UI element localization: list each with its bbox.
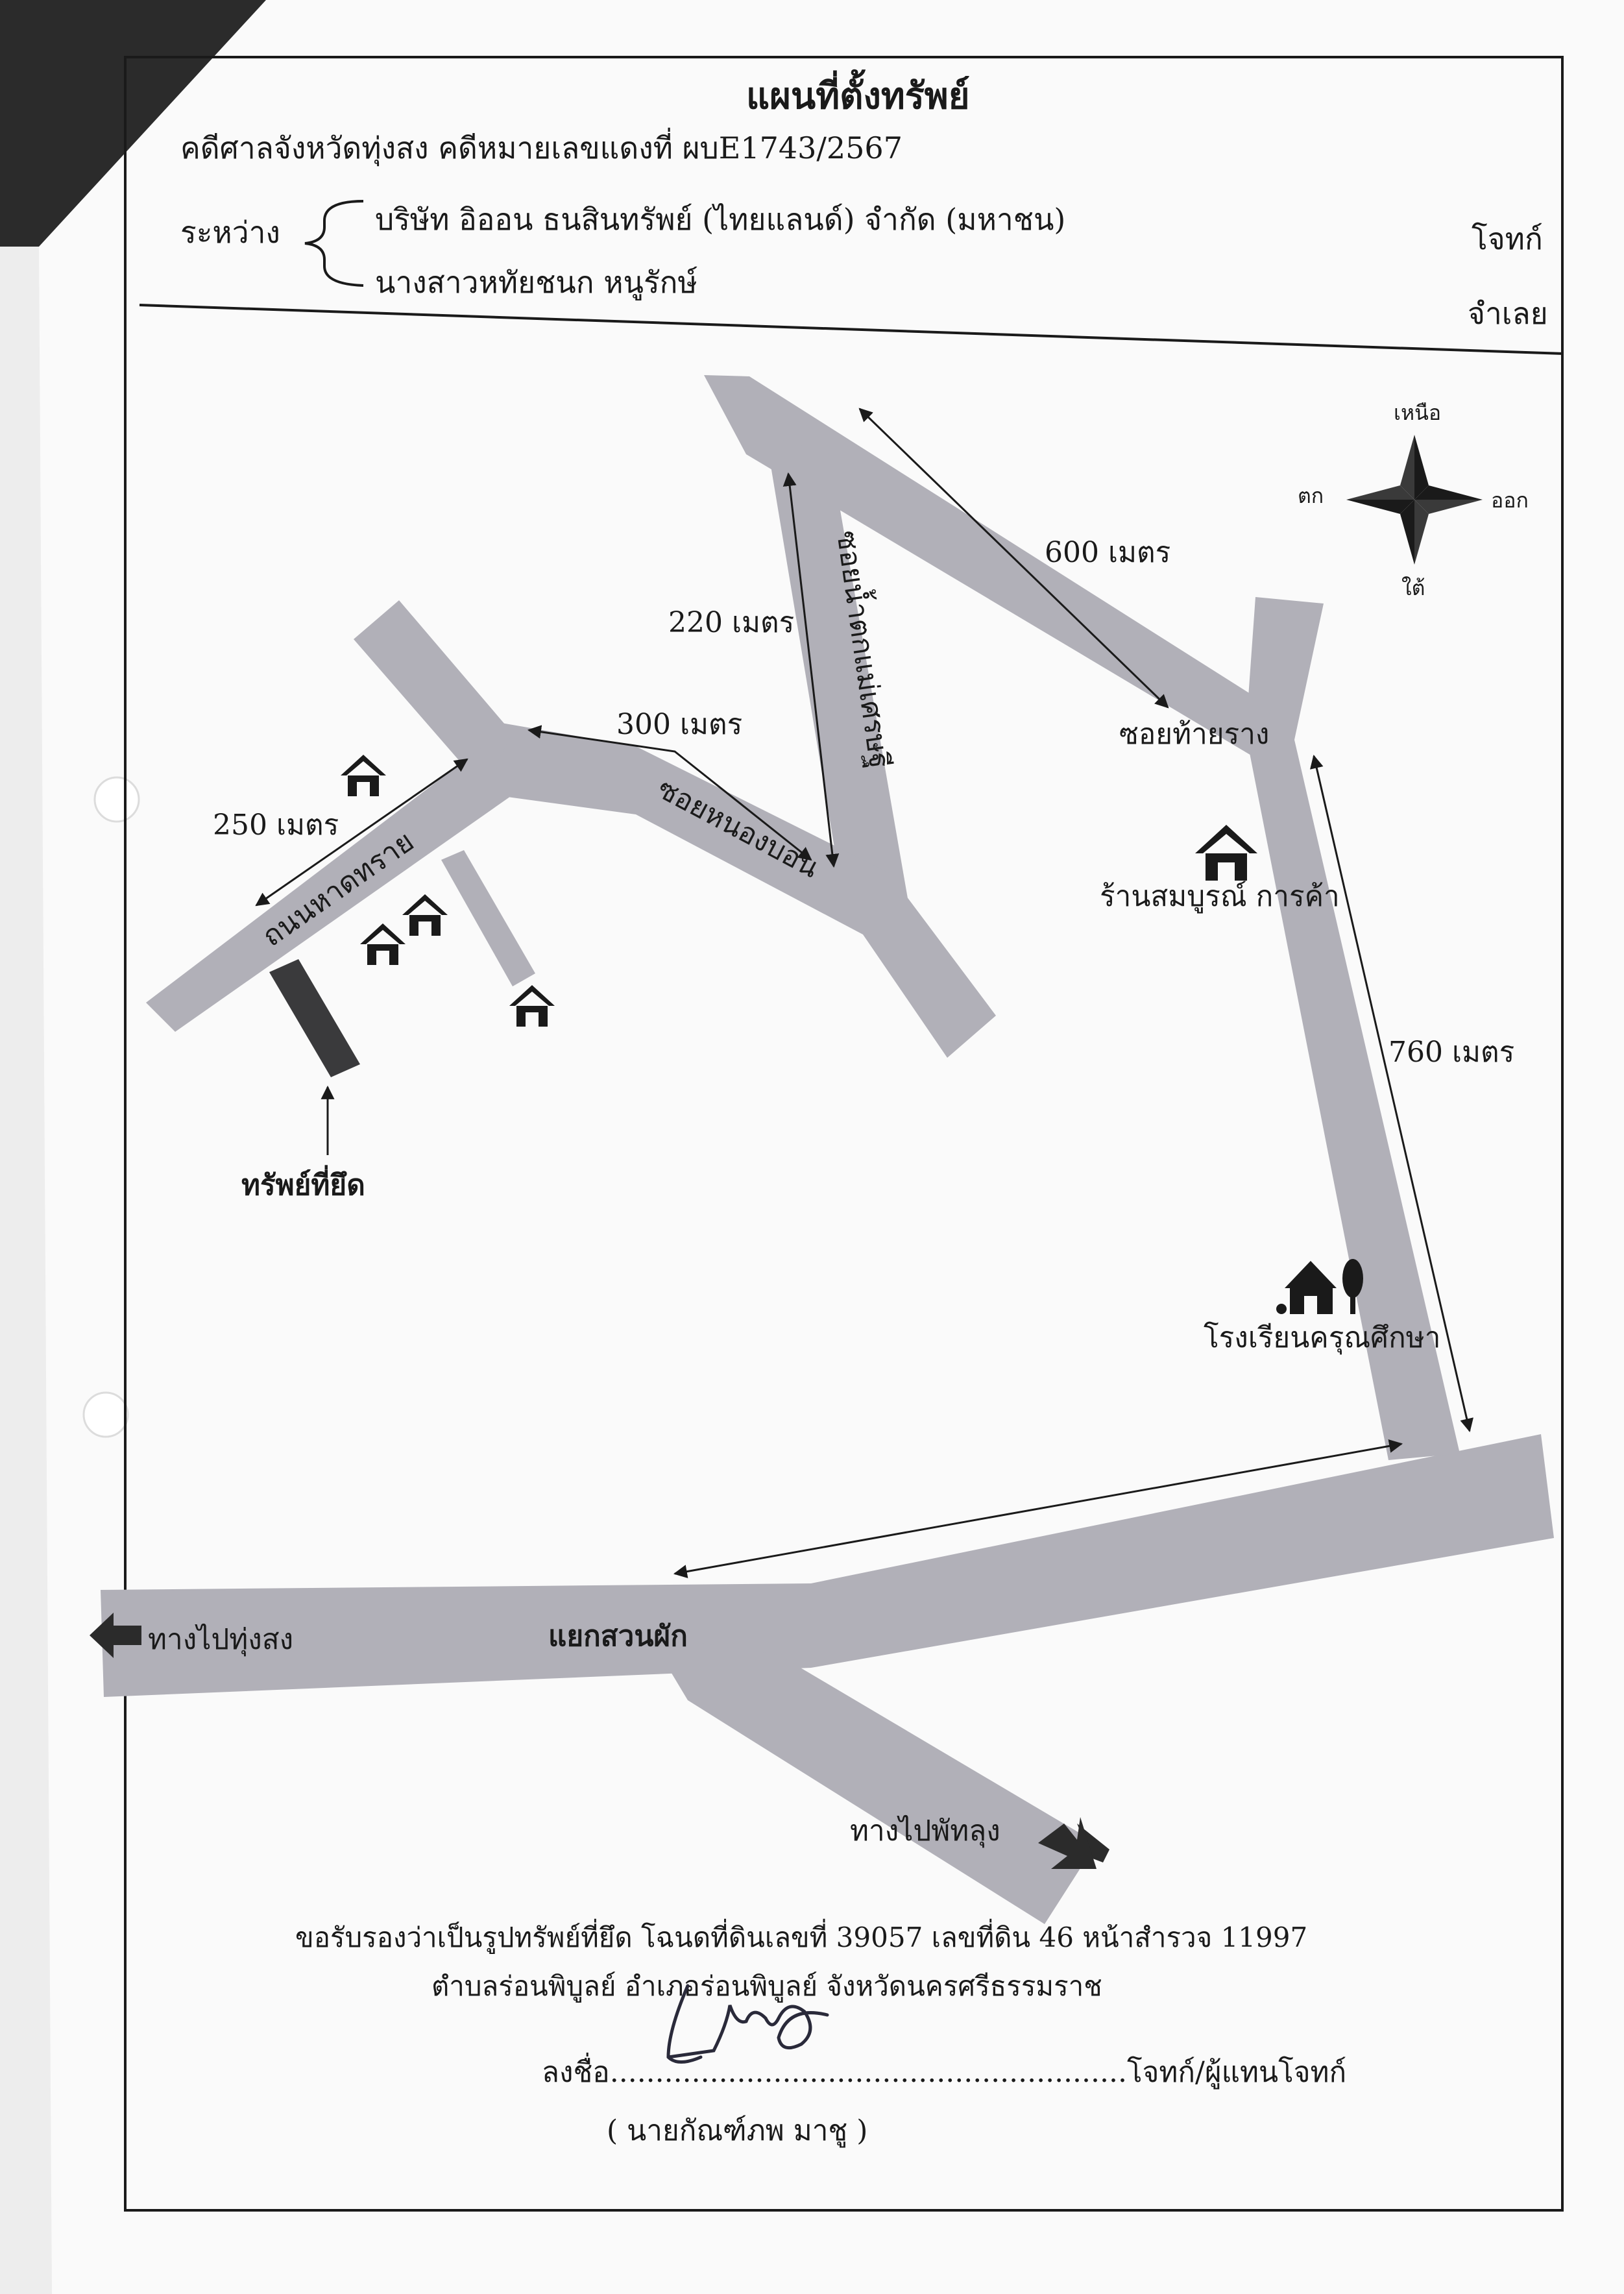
plaintiff-role: โจทก์ <box>1472 221 1543 256</box>
arrow-to-thung-song-icon <box>90 1613 141 1658</box>
left-edge <box>0 247 52 2294</box>
distance-label-300: 300 เมตร <box>616 708 743 741</box>
upper-left-road <box>354 600 513 788</box>
house-icon <box>509 985 555 1027</box>
school-icon <box>1276 1259 1363 1314</box>
defendant-name: นางสาวหทัยชนก หนูรักษ์ <box>375 265 697 300</box>
punch-hole <box>93 776 140 823</box>
distance-arrow-250 <box>255 758 468 907</box>
compass-east-label: ออก <box>1491 488 1529 513</box>
house-icon <box>341 755 386 796</box>
distance-arrow-600 <box>858 408 1169 709</box>
certification-line-1: ขอรับรองว่าเป็นรูปทรัพย์ที่ยึด โฉนดที่ดิ… <box>295 1922 1308 1953</box>
plaintiff-name: บริษัท อิออน ธนสินทรัพย์ (ไทยแลนด์) จำกั… <box>375 202 1066 237</box>
signature-line: ลงชื่อ..................................… <box>542 2056 1347 2089</box>
distance-arrow-300 <box>527 725 812 861</box>
house-icon <box>360 923 406 965</box>
to-thung-song-label: ทางไปทุ่งสง <box>148 1623 294 1656</box>
arrow-to-phatthalung-head <box>1038 1817 1097 1869</box>
main-road <box>101 1434 1554 1697</box>
shop-house-icon <box>1195 825 1257 881</box>
soi-nong-bon-road <box>487 720 996 1058</box>
distance-label-250: 250 เมตร <box>213 809 339 842</box>
distance-label-760: 760 เมตร <box>1388 1036 1515 1069</box>
header-divider <box>139 304 1564 355</box>
page-title: แผนที่ตั้งทรัพย์ <box>746 75 970 117</box>
distance-arrow-junction <box>673 1439 1403 1579</box>
seized-property-label: ทรัพย์ที่ยึด <box>241 1169 365 1202</box>
punch-hole <box>82 1391 129 1438</box>
compass-west-label: ตก <box>1298 483 1324 508</box>
between-label: ระหว่าง <box>180 215 280 250</box>
to-phatthalung-label: ทางไปพัทลุง <box>850 1814 1000 1848</box>
defendant-role: จำเลย <box>1468 296 1548 331</box>
school-label: โรงเรียนครุณศึกษา <box>1204 1321 1441 1354</box>
case-number-line: คดีศาลจังหวัดทุ่งสง คดีหมายเลขแดงที่ ผบE… <box>180 130 903 165</box>
distance-arrow-220 <box>782 472 840 868</box>
junction-label: แยกสวนผัก <box>548 1620 688 1653</box>
party-brace <box>304 200 364 287</box>
cut-corner <box>0 0 266 247</box>
compass-icon <box>1346 435 1483 565</box>
house-icon <box>402 894 448 936</box>
house-icons <box>341 755 1363 1314</box>
phatthalung-road <box>649 1635 1097 1924</box>
distance-label-220: 220 เมตร <box>668 606 795 639</box>
side-lane <box>441 850 535 986</box>
certification-line-2: ตำบลร่อนพิบูลย์ อำเภอร่อนพิบูลย์ จังหวัด… <box>431 1970 1102 2002</box>
signer-name: ( นายกัณฑ์ภพ มาชู ) <box>607 2114 868 2147</box>
road-label-soi-thai-rang: ซอยท้ายราง <box>1119 718 1270 751</box>
shop-label: ร้านสมบูรณ์ การค้า <box>1100 880 1340 913</box>
document-frame <box>124 56 1564 2212</box>
compass-north-label: เหนือ <box>1394 400 1442 425</box>
distance-label-600: 600 เมตร <box>1045 536 1171 569</box>
distance-arrow-760 <box>1310 754 1473 1433</box>
compass-south-label: ใต้ <box>1401 576 1425 600</box>
seized-property-plot <box>269 959 360 1077</box>
